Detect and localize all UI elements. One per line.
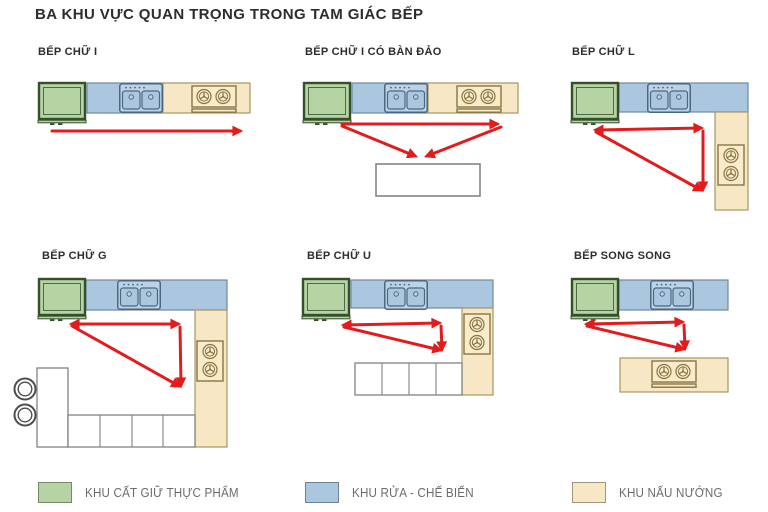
panel-label-l: BẾP CHỮ L <box>572 46 635 58</box>
work-triangle-arrow <box>342 325 444 354</box>
layout-i-island-diagram <box>301 81 519 197</box>
work-triangle-arrow <box>70 324 182 388</box>
legend-label-cooking: KHU NẤU NƯỚNG <box>619 485 723 500</box>
legend-item-cooking: KHU NẤU NƯỚNG <box>572 482 731 503</box>
work-triangle-arrow <box>175 325 187 389</box>
work-triangle-arrow <box>340 317 443 331</box>
island-counter <box>375 163 481 197</box>
legend-label-storage: KHU CẤT GIỮ THỰC PHẨM <box>85 485 239 500</box>
legend-label-wash-prep: KHU RỬA - CHẾ BIẾN <box>352 485 474 500</box>
legend-item-storage: KHU CẤT GIỮ THỰC PHẨM <box>38 482 250 503</box>
page-title: BA KHU VỰC QUAN TRỌNG TRONG TAM GIÁC BẾP <box>35 6 424 23</box>
panel-label-i-island: BẾP CHỮ I CÓ BÀN ĐẢO <box>305 46 442 58</box>
panel-label-u: BẾP CHỮ U <box>307 250 372 262</box>
legend-swatch-wash-prep <box>305 482 339 503</box>
panel-label-g: BẾP CHỮ G <box>42 250 107 262</box>
legend-item-wash-prep: KHU RỬA - CHẾ BIẾN <box>305 482 483 503</box>
layout-parallel-diagram <box>569 277 729 393</box>
work-triangle-arrow <box>594 130 704 192</box>
work-triangle-arrow <box>436 324 448 353</box>
layout-i-diagram <box>36 81 251 137</box>
panel-label-i: BẾP CHỮ I <box>38 46 98 58</box>
legend-swatch-cooking <box>572 482 606 503</box>
work-triangle-arrow <box>679 323 691 352</box>
layout-u-diagram <box>300 277 494 396</box>
work-triangle-arrow <box>585 324 687 353</box>
work-triangle-arrow <box>583 316 686 330</box>
layout-g-diagram <box>13 277 228 448</box>
panel-label-parallel: BẾP SONG SONG <box>574 250 672 262</box>
work-triangle-arrow <box>592 122 705 136</box>
work-triangle-arrow <box>423 125 503 159</box>
peninsula-cabinet <box>36 367 69 448</box>
stool-icon <box>13 377 37 427</box>
work-triangle-arrow <box>340 124 418 159</box>
layout-l-diagram <box>569 81 749 211</box>
legend-swatch-storage <box>38 482 72 503</box>
